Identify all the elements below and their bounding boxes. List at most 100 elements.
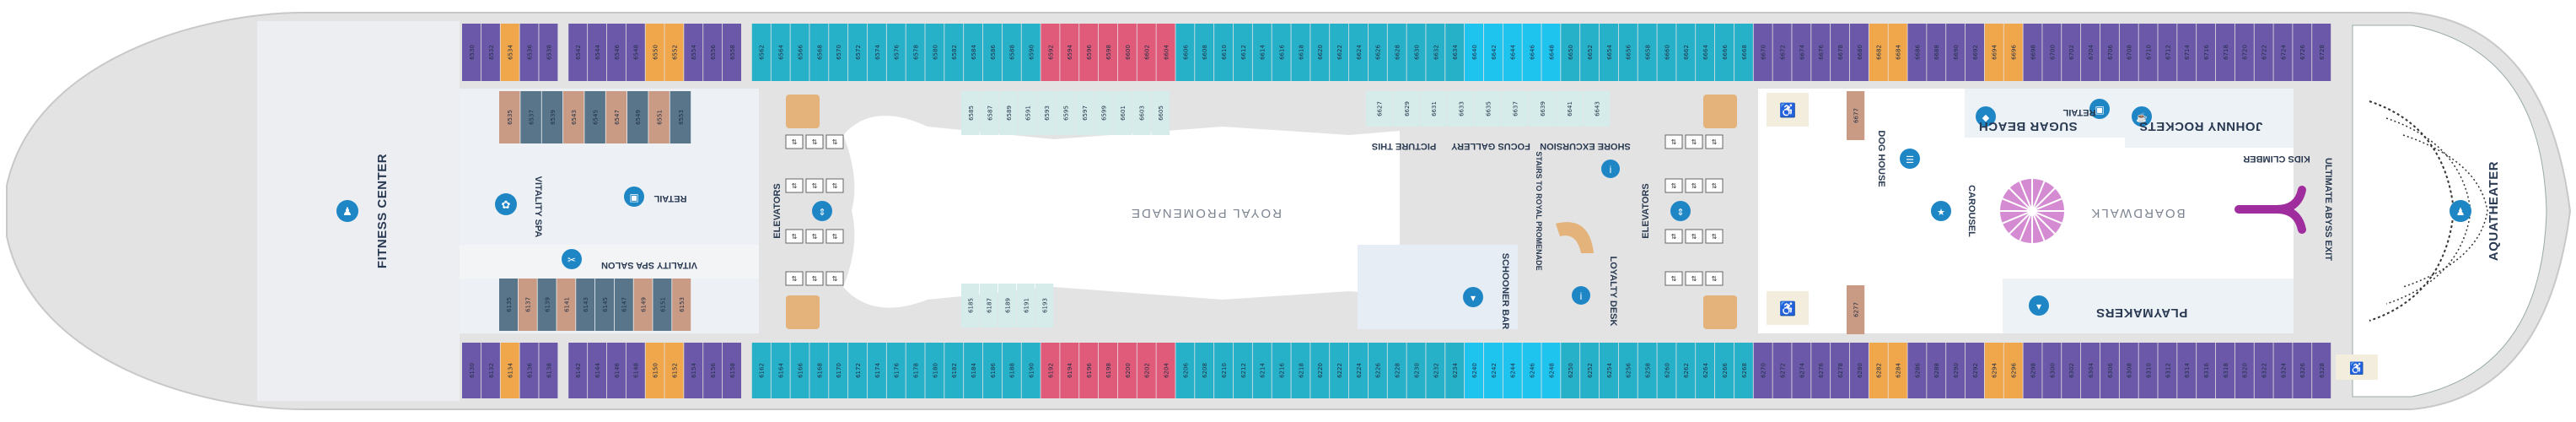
cabin-6568[interactable]: 6568 <box>809 24 829 81</box>
cabin-6629[interactable]: 6629 <box>1393 91 1420 127</box>
cabin-6724[interactable]: 6724 <box>2273 24 2293 81</box>
cabin-6193[interactable]: 6193 <box>1035 284 1054 327</box>
cabin-6666[interactable]: 6666 <box>1715 24 1734 81</box>
cabin-6272[interactable]: 6272 <box>1772 343 1792 398</box>
cabin-6628[interactable]: 6628 <box>1387 24 1406 81</box>
cabin-6143[interactable]: 6143 <box>576 279 595 331</box>
cabin-6698[interactable]: 6698 <box>2023 24 2042 81</box>
cabin-6566[interactable]: 6566 <box>790 24 809 81</box>
cabin-6710[interactable]: 6710 <box>2138 24 2158 81</box>
cabin-6720[interactable]: 6720 <box>2235 24 2254 81</box>
cabin-6602[interactable]: 6602 <box>1137 24 1156 81</box>
cabin-6184[interactable]: 6184 <box>964 343 983 398</box>
cabin-6308[interactable]: 6308 <box>2119 343 2138 398</box>
cabin-6643[interactable]: 6643 <box>1583 91 1611 127</box>
cabin-6312[interactable]: 6312 <box>2158 343 2177 398</box>
cabin-6662[interactable]: 6662 <box>1676 24 1696 81</box>
cabin-6298[interactable]: 6298 <box>2023 343 2042 398</box>
cabin-6145[interactable]: 6145 <box>595 279 614 331</box>
cabin-6682[interactable]: 6682 <box>1869 24 1888 81</box>
elevator-door[interactable] <box>785 178 804 193</box>
cabin-6208[interactable]: 6208 <box>1195 343 1214 398</box>
cabin-6586[interactable]: 6586 <box>982 24 1002 81</box>
cabin-6554[interactable]: 6554 <box>684 24 703 81</box>
cabin-6256[interactable]: 6256 <box>1618 343 1638 398</box>
cabin-6694[interactable]: 6694 <box>1984 24 2003 81</box>
cabin-6670[interactable]: 6670 <box>1753 24 1772 81</box>
cabin-6634[interactable]: 6634 <box>1445 24 1465 81</box>
cabin-6644[interactable]: 6644 <box>1503 24 1522 81</box>
cabin-6632[interactable]: 6632 <box>1426 24 1445 81</box>
cabin-6196[interactable]: 6196 <box>1079 343 1099 398</box>
cabin-6684[interactable]: 6684 <box>1888 24 1907 81</box>
cabin-6146[interactable]: 6146 <box>606 343 626 398</box>
cabin-6168[interactable]: 6168 <box>809 343 829 398</box>
elevator-door[interactable] <box>1664 178 1683 193</box>
cabin-6614[interactable]: 6614 <box>1252 24 1272 81</box>
elevator-door[interactable] <box>1705 134 1724 149</box>
stairwell[interactable] <box>786 95 820 128</box>
cabin-6604[interactable]: 6604 <box>1156 24 1175 81</box>
cabin-6176[interactable]: 6176 <box>886 343 906 398</box>
cabin-6532[interactable]: 6532 <box>481 24 500 81</box>
cabin-6206[interactable]: 6206 <box>1175 343 1195 398</box>
cabin-6564[interactable]: 6564 <box>771 24 790 81</box>
cabin-6696[interactable]: 6696 <box>2003 24 2023 81</box>
cabin-6678[interactable]: 6678 <box>1831 24 1850 81</box>
cabin-6595[interactable]: 6595 <box>1056 91 1075 135</box>
cabin-6174[interactable]: 6174 <box>867 343 886 398</box>
cabin-6722[interactable]: 6722 <box>2254 24 2273 81</box>
cabin-6546[interactable]: 6546 <box>606 24 626 81</box>
cabin-6680[interactable]: 6680 <box>1849 24 1869 81</box>
cabin-6324[interactable]: 6324 <box>2273 343 2293 398</box>
cabin-6224[interactable]: 6224 <box>1348 343 1369 398</box>
cabin-6172[interactable]: 6172 <box>848 343 868 398</box>
cabin-6606[interactable]: 6606 <box>1175 24 1195 81</box>
cabin-6132[interactable]: 6132 <box>481 343 500 398</box>
cabin-6226[interactable]: 6226 <box>1368 343 1387 398</box>
cabin-6316[interactable]: 6316 <box>2197 343 2216 398</box>
cabin-6166[interactable]: 6166 <box>790 343 809 398</box>
cabin-6202[interactable]: 6202 <box>1137 343 1156 398</box>
cabin-6284[interactable]: 6284 <box>1888 343 1907 398</box>
elevator-door[interactable] <box>785 271 804 286</box>
cabin-6630[interactable]: 6630 <box>1406 24 1426 81</box>
cabin-6296[interactable]: 6296 <box>2003 343 2023 398</box>
cabin-6192[interactable]: 6192 <box>1041 343 1060 398</box>
cabin-6134[interactable]: 6134 <box>500 343 519 398</box>
cabin-6246[interactable]: 6246 <box>1522 343 1541 398</box>
cabin-6728[interactable]: 6728 <box>2312 24 2331 81</box>
cabin-6135[interactable]: 6135 <box>499 279 518 331</box>
cabin-6180[interactable]: 6180 <box>925 343 944 398</box>
cabin-6216[interactable]: 6216 <box>1272 343 1291 398</box>
cabin-6590[interactable]: 6590 <box>1021 24 1041 81</box>
elevator-door[interactable] <box>826 134 844 149</box>
cabin-6310[interactable]: 6310 <box>2138 343 2158 398</box>
cabin-6635[interactable]: 6635 <box>1474 91 1502 127</box>
cabin-6616[interactable]: 6616 <box>1272 24 1291 81</box>
cabin-6706[interactable]: 6706 <box>2100 24 2119 81</box>
cabin-6254[interactable]: 6254 <box>1599 343 1618 398</box>
cabin-6154[interactable]: 6154 <box>684 343 703 398</box>
elevator-door[interactable] <box>1685 229 1703 244</box>
cabin-6708[interactable]: 6708 <box>2119 24 2138 81</box>
elevator-door[interactable] <box>826 229 844 244</box>
cabin-6530[interactable]: 6530 <box>462 24 481 81</box>
cabin-6674[interactable]: 6674 <box>1792 24 1811 81</box>
cabin-6591[interactable]: 6591 <box>1018 91 1037 135</box>
cabin-6198[interactable]: 6198 <box>1099 343 1118 398</box>
carousel[interactable] <box>2000 179 2064 243</box>
cabin-6149[interactable]: 6149 <box>633 279 653 331</box>
cabin-6726[interactable]: 6726 <box>2293 24 2312 81</box>
cabin-6550[interactable]: 6550 <box>645 24 664 81</box>
cabin-6328[interactable]: 6328 <box>2312 343 2331 398</box>
cabin-6686[interactable]: 6686 <box>1907 24 1927 81</box>
cabin-6551[interactable]: 6551 <box>648 91 670 143</box>
cabin-6150[interactable]: 6150 <box>645 343 664 398</box>
cabin-6652[interactable]: 6652 <box>1580 24 1600 81</box>
elevator-door[interactable] <box>805 229 824 244</box>
cabin-6610[interactable]: 6610 <box>1214 24 1234 81</box>
cabin-6584[interactable]: 6584 <box>964 24 983 81</box>
cabin-6537[interactable]: 6537 <box>520 91 541 143</box>
cabin-6142[interactable]: 6142 <box>568 343 588 398</box>
